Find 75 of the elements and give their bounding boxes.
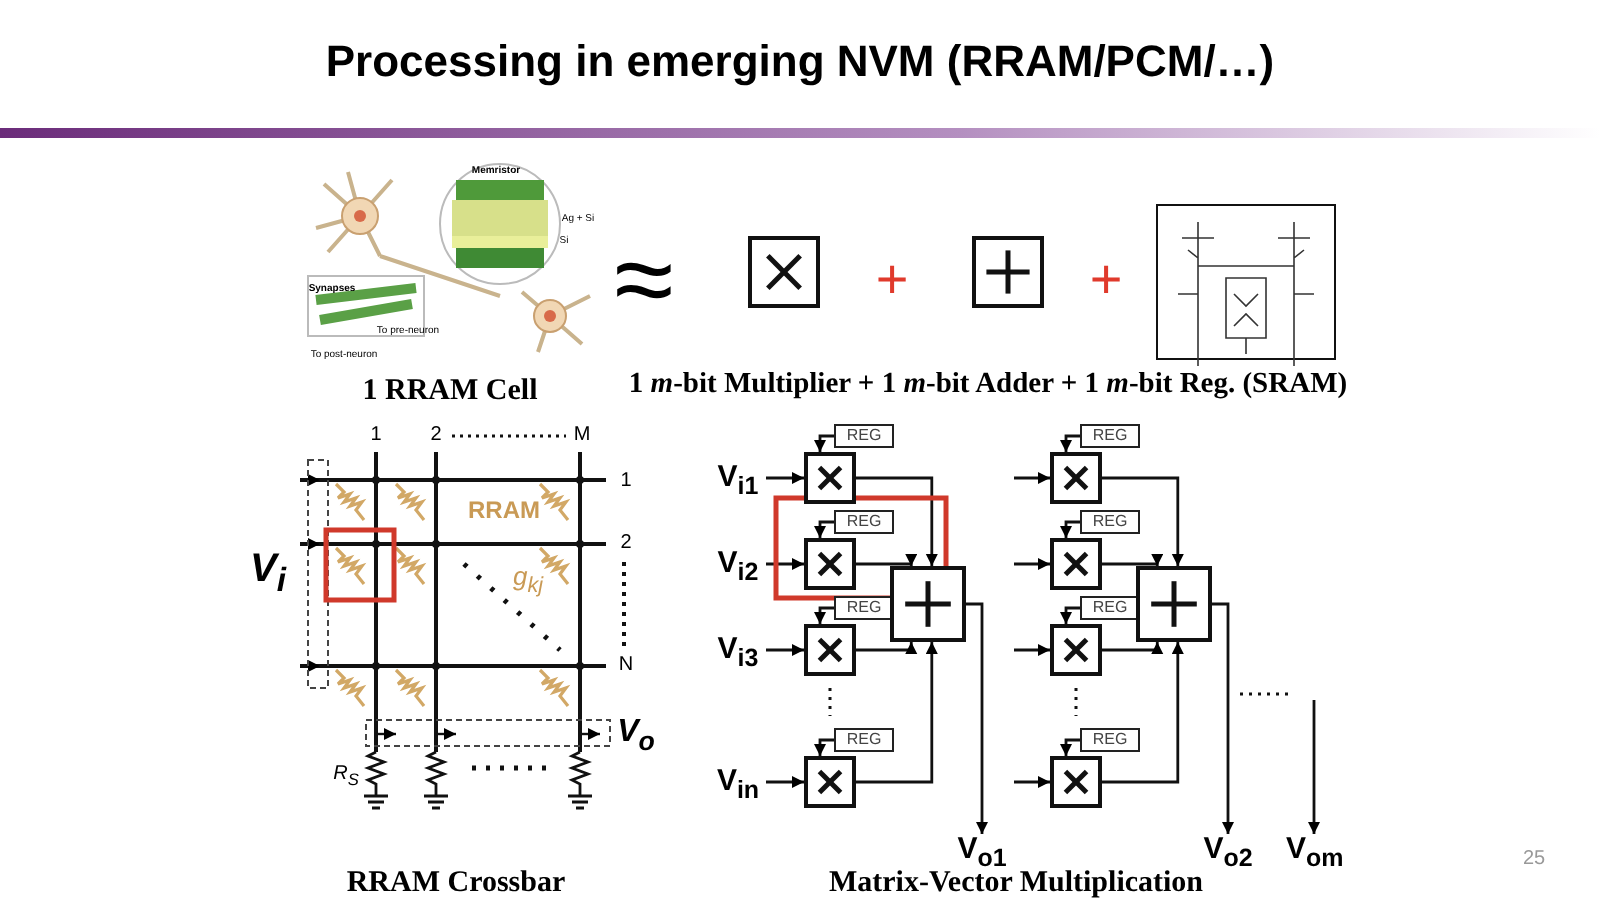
adder-box (1136, 566, 1212, 642)
adder-box (972, 236, 1044, 308)
output-label: V$_{o2}$ (1202, 834, 1254, 866)
column-number: M (573, 426, 591, 446)
column-number: 1 (370, 426, 382, 446)
input-label: V$_{i1}$ (712, 462, 764, 494)
component-label: RRAM (468, 498, 540, 522)
resistor-label: R$_{S}$ (333, 764, 359, 788)
arrow (1212, 602, 1234, 834)
multiplier-box (1050, 756, 1102, 808)
voltage-label: V$_{i}$ (250, 549, 286, 599)
arrow (966, 602, 988, 834)
arrow (814, 606, 834, 624)
multiplier-box (748, 236, 820, 308)
arrow (766, 644, 804, 656)
arrow (1308, 700, 1320, 834)
arrow (1102, 642, 1164, 654)
register-box: REG (1080, 424, 1140, 448)
caption: Matrix-Vector Multiplication (828, 869, 1204, 899)
arrow (1014, 776, 1050, 788)
register-box: REG (1080, 510, 1140, 534)
input-label: V$_{i3}$ (712, 634, 764, 666)
plus-sign: + (875, 252, 909, 308)
row-number: 2 (620, 534, 632, 554)
voltage-label: V$_{o}$ (617, 717, 655, 755)
multiplier-box (1050, 538, 1102, 590)
arrow (766, 558, 804, 570)
arrow (856, 642, 938, 784)
row-number: N (618, 656, 634, 676)
arrow (856, 642, 918, 654)
arrow (856, 476, 938, 566)
column-number: 2 (430, 426, 442, 446)
arrow (1014, 558, 1050, 570)
multiplier-box (804, 452, 856, 504)
input-label: V$_{i2}$ (712, 548, 764, 580)
multiplier-box (804, 538, 856, 590)
arrow (1014, 472, 1050, 484)
arrow (1102, 642, 1184, 784)
plus-sign: + (1089, 252, 1123, 308)
arrow (766, 472, 804, 484)
node-label: 1 RRAM Cell (362, 377, 538, 407)
arrow (766, 776, 804, 788)
output-label: V$_{om}$ (1286, 834, 1342, 866)
conductance-label: g$_{kj}$ (512, 562, 544, 598)
multiplier-box (804, 756, 856, 808)
page-number: 25 (1522, 850, 1546, 870)
input-label: V$_{in}$ (712, 766, 764, 798)
arrow (1014, 644, 1050, 656)
register-box: REG (834, 510, 894, 534)
arrow (1060, 738, 1080, 756)
slide-title: Processing in emerging NVM (RRAM/PCM/…) (323, 36, 1277, 88)
caption: RRAM Crossbar (346, 869, 566, 899)
register-box: REG (834, 424, 894, 448)
output-label: V$_{o1}$ (956, 834, 1008, 866)
multiplier-box (1050, 452, 1102, 504)
row-number: 1 (620, 472, 632, 492)
approx-sign: ≈ (614, 226, 674, 334)
arrow (814, 434, 834, 452)
multiplier-box (1050, 624, 1102, 676)
adder-box (890, 566, 966, 642)
arrow (1102, 476, 1184, 566)
register-box: REG (1080, 728, 1140, 752)
register-box: REG (834, 728, 894, 752)
arrow (1102, 554, 1164, 567)
caption: 1 m-bit Multiplier + 1 m-bit Adder + 1 m-bit Reg. (SRAM) (628, 369, 1348, 399)
register-box: REG (1080, 596, 1140, 620)
arrow (814, 738, 834, 756)
register-box: REG (834, 596, 894, 620)
arrow (1060, 434, 1080, 452)
sram-circuit-drawing (1156, 204, 1336, 360)
arrow (856, 554, 918, 567)
arrow (814, 520, 834, 538)
arrow (1060, 520, 1080, 538)
arrow (1060, 606, 1080, 624)
multiplier-box (804, 624, 856, 676)
